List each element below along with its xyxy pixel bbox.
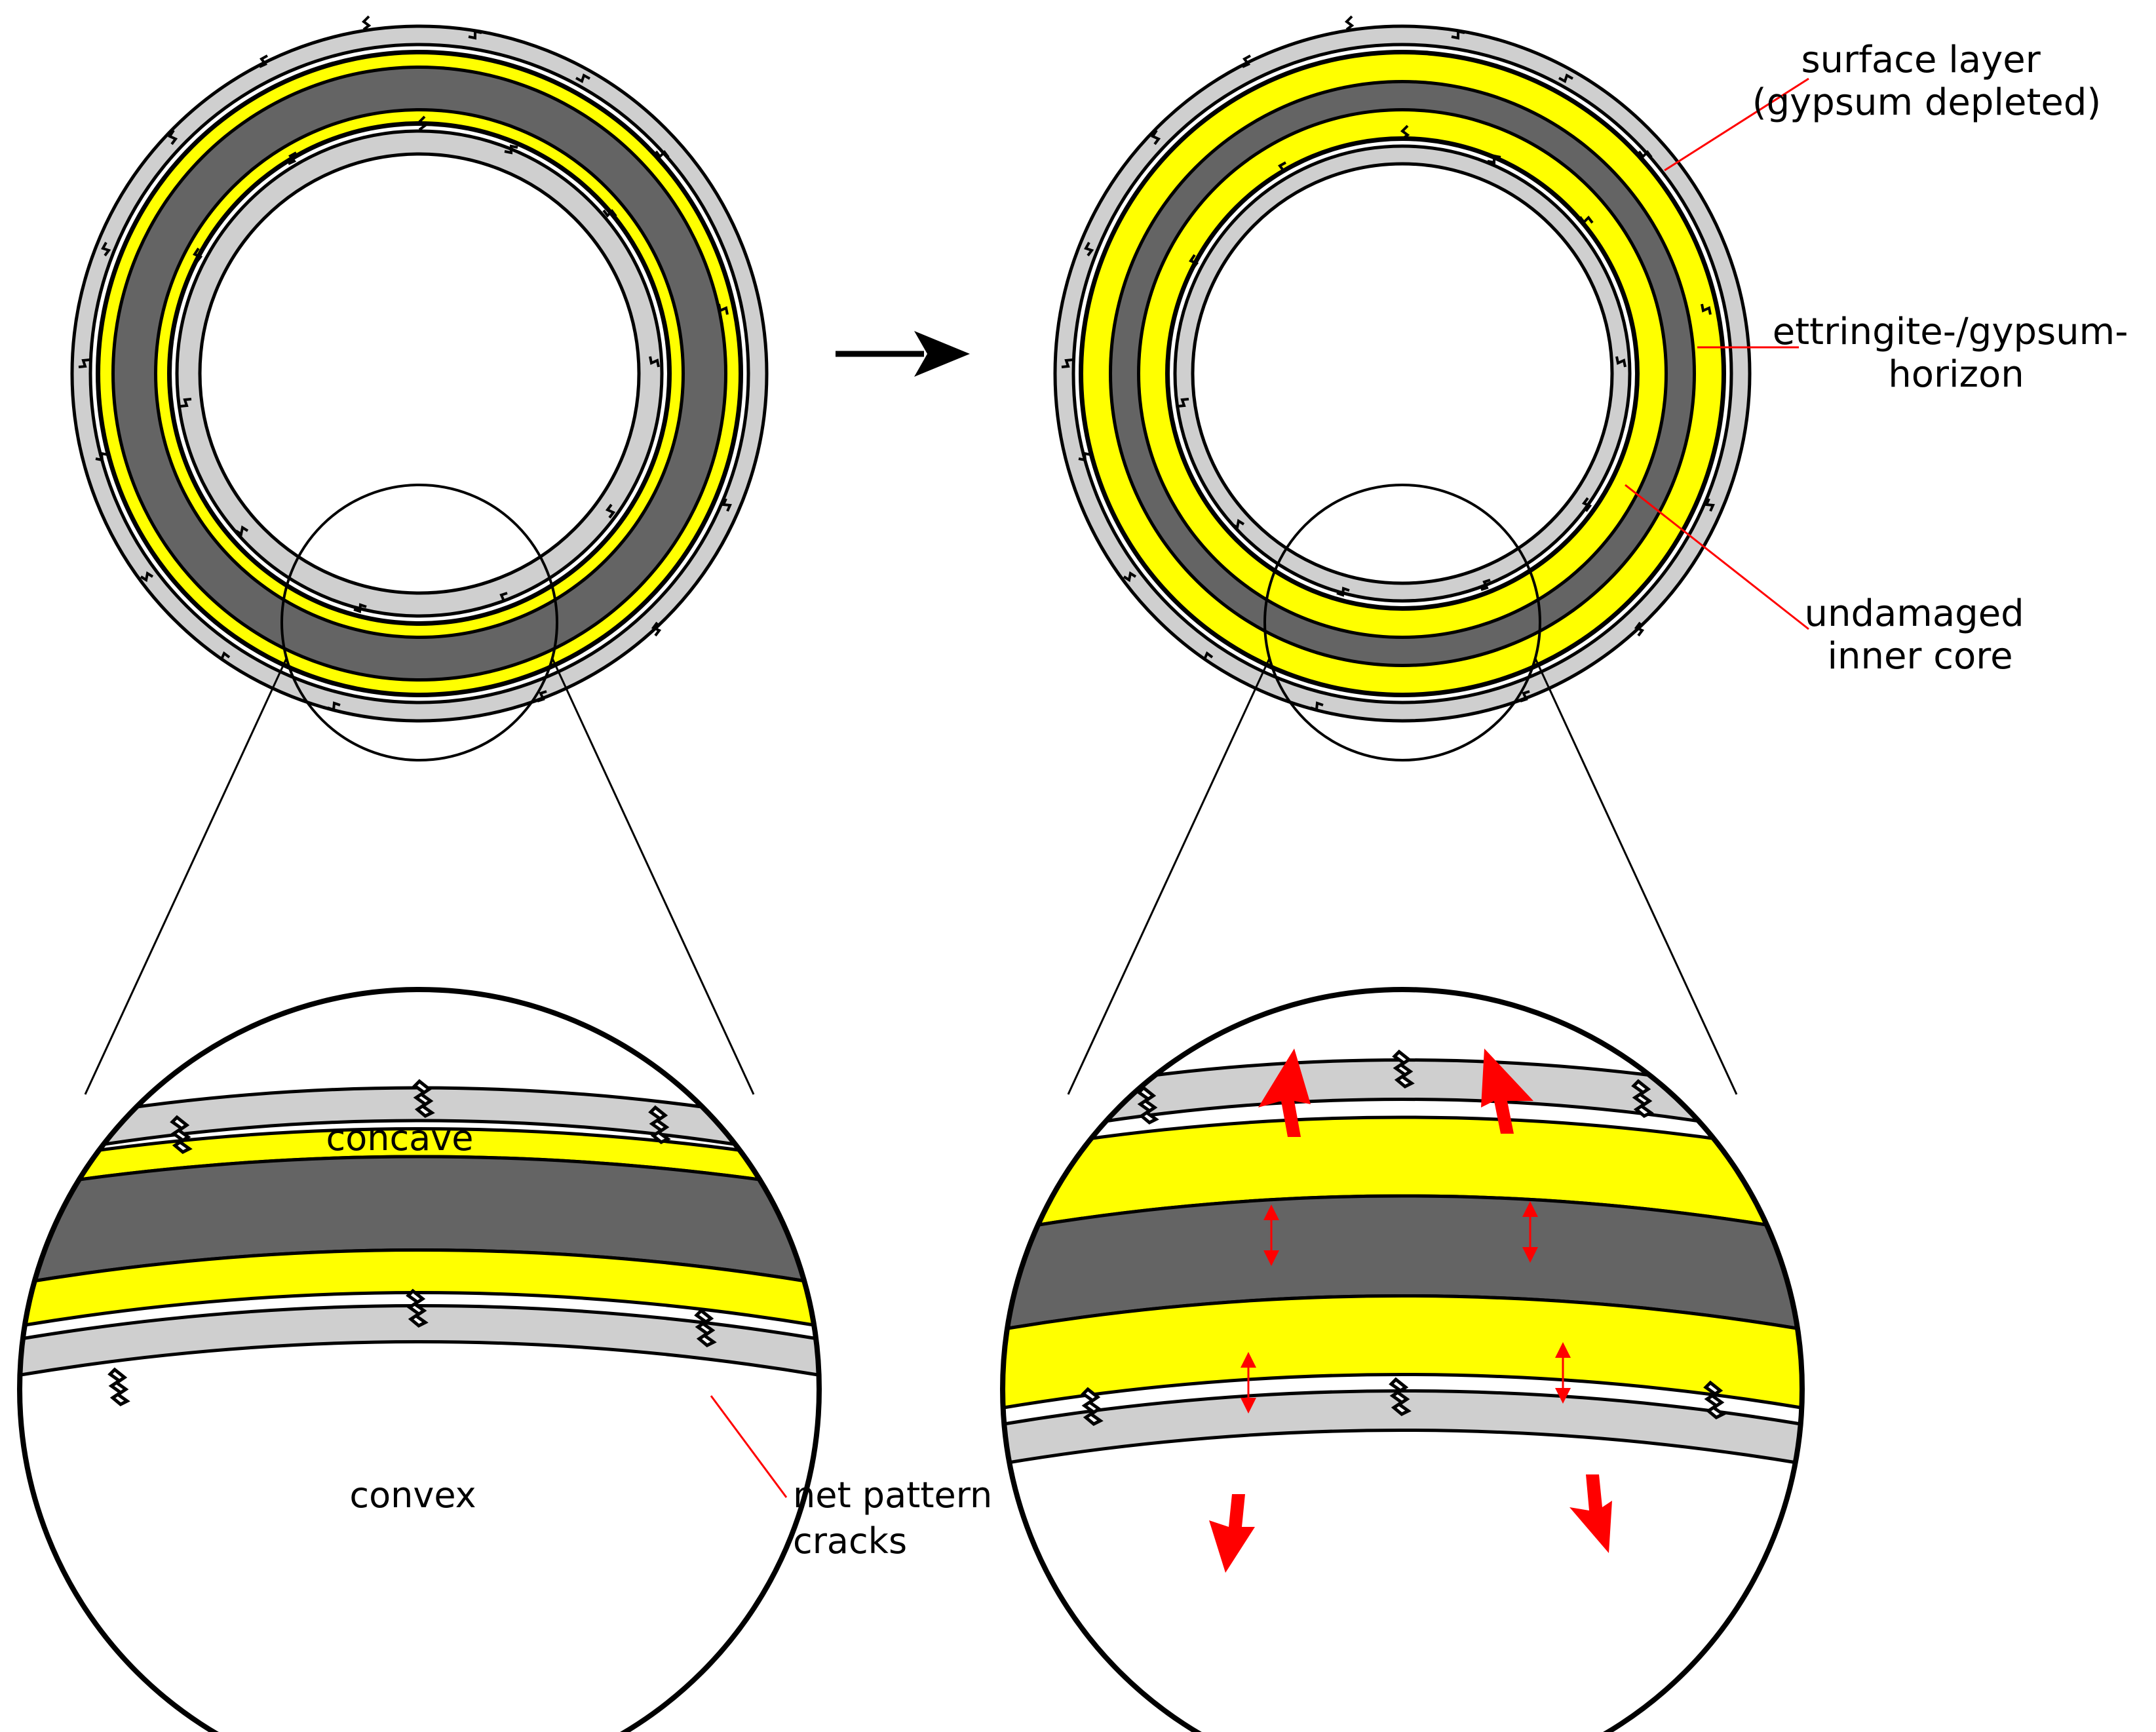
- label-horizon-1: ettringite-/gypsum-: [1773, 311, 2128, 353]
- leader-core: [1625, 484, 1809, 630]
- detail-view-after: [1000, 987, 1805, 1732]
- svg-text:surface layer (gypsum de: surface layer (gypsum depleted): [1752, 39, 2101, 124]
- label-cracks-2: cracks: [793, 1520, 907, 1562]
- right-arrow-icon: [836, 331, 970, 377]
- detail-view-before: concave convex net pattern cracks: [17, 987, 1003, 1732]
- label-concave: concave: [326, 1117, 474, 1159]
- leader-surface-layer: [1664, 77, 1809, 172]
- legend: surface layer (gypsum depleted) ettringi…: [1625, 39, 2140, 678]
- label-cracks-1: net pattern: [793, 1474, 992, 1516]
- label-surface-layer-1: surface layer: [1801, 39, 2041, 81]
- label-core-2: inner core: [1827, 635, 2012, 678]
- pipe-cross-section-before: [70, 15, 769, 761]
- label-surface-layer-2: (gypsum depleted): [1752, 81, 2101, 124]
- magnifier-outline-left: [280, 484, 558, 761]
- svg-text:ettringite-/gypsum- hori: ettringite-/gypsum- horizon: [1773, 311, 2140, 396]
- pipe-cross-section-after: [1053, 15, 1752, 761]
- expansion-arrow-icon: [1209, 1049, 1612, 1573]
- leader-cracks: [710, 1395, 788, 1498]
- magnifier-outline-right: [1263, 484, 1541, 761]
- label-convex: convex: [349, 1474, 476, 1516]
- zoom-guide-lines-left: [84, 658, 755, 1095]
- double-headed-arrow-icon: [1241, 1201, 1571, 1414]
- svg-text:net pattern cracks: net pattern cracks: [793, 1474, 1003, 1562]
- label-horizon-2: horizon: [1888, 353, 2024, 396]
- label-core-1: undamaged: [1804, 592, 2024, 635]
- zoom-guide-lines-right: [1067, 658, 1738, 1095]
- svg-text:undamaged inner core: undamaged inner core: [1804, 592, 2035, 678]
